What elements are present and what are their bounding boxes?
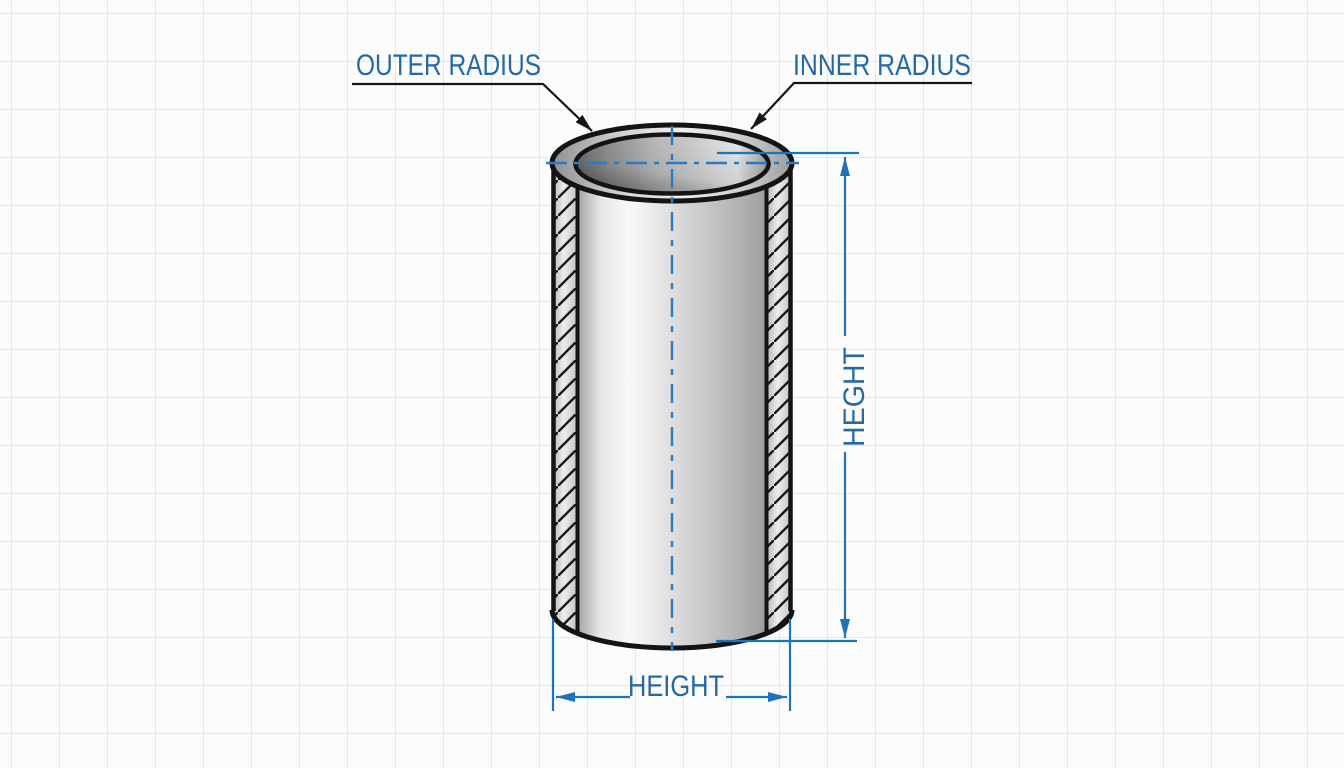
outer-radius-leader: [352, 82, 593, 132]
cylinder-left-wall-hatch: [552, 165, 578, 634]
dimension-lines: [551, 151, 859, 711]
centerlines: [546, 126, 799, 651]
inner-radius-leader: [750, 81, 972, 130]
cylinder-right-wall-hatch: [766, 165, 792, 634]
inner-radius-label: INNER RADIUS: [793, 49, 971, 82]
leader-lines: [352, 81, 972, 132]
outer-radius-label: OUTER RADIUS: [356, 49, 541, 82]
height-label-vertical: HEGHT: [838, 347, 871, 447]
cylinder-body: [552, 163, 792, 648]
height-label-bottom: HEIGHT: [628, 670, 724, 703]
